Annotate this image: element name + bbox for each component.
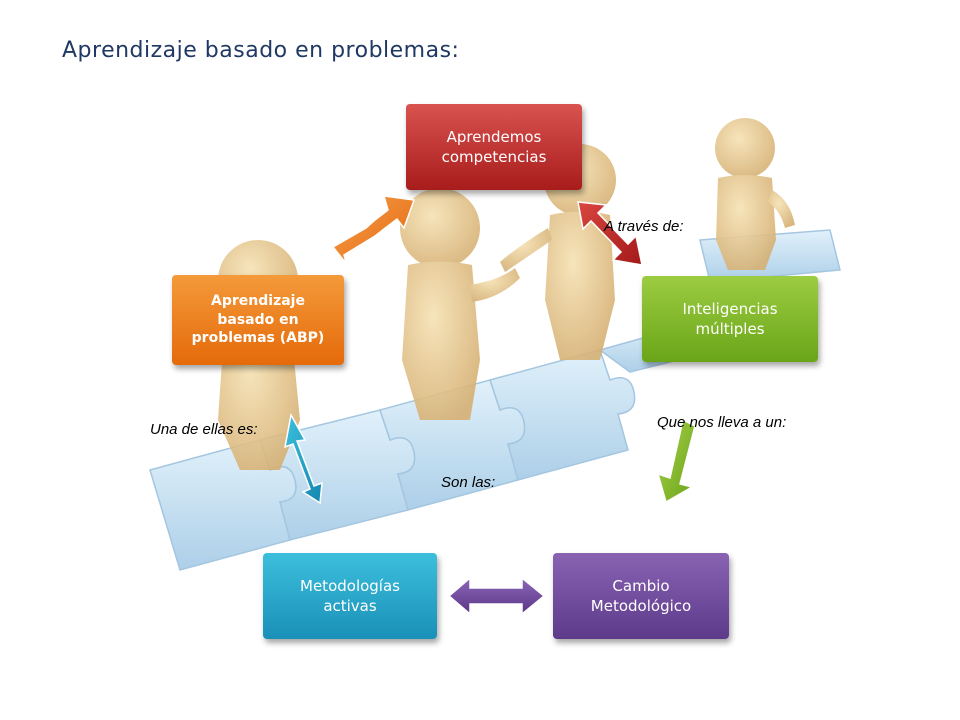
node-label: Aprendizaje basado en problemas (ABP) (191, 292, 325, 347)
node-label: Cambio Metodológico (590, 576, 692, 615)
double-arrow-blue (284, 412, 323, 505)
node-inteligencias-multiples: Inteligencias múltiples (642, 276, 818, 362)
node-aprendemos-competencias: Aprendemos competencias (406, 104, 582, 190)
arrow-green (656, 418, 696, 504)
node-label: Metodologías activas (300, 576, 400, 615)
double-arrow-purple (447, 576, 546, 616)
label-que-nos-lleva: Que nos lleva a un: (657, 414, 787, 431)
double-arrow-red (577, 201, 643, 266)
node-label: Inteligencias múltiples (682, 299, 778, 338)
label-son-las: Son las: (441, 474, 496, 491)
label-a-traves-de: A través de: (604, 218, 684, 235)
page-title: Aprendizaje basado en problemas: (62, 38, 460, 63)
node-label: Aprendemos competencias (441, 127, 547, 166)
double-arrow-orange (331, 195, 416, 271)
node-cambio-metodologico: Cambio Metodológico (553, 553, 729, 639)
label-una-de-ellas: Una de ellas es: (150, 421, 258, 438)
node-abp: Aprendizaje basado en problemas (ABP) (172, 275, 344, 365)
node-metodologias-activas: Metodologías activas (263, 553, 437, 639)
